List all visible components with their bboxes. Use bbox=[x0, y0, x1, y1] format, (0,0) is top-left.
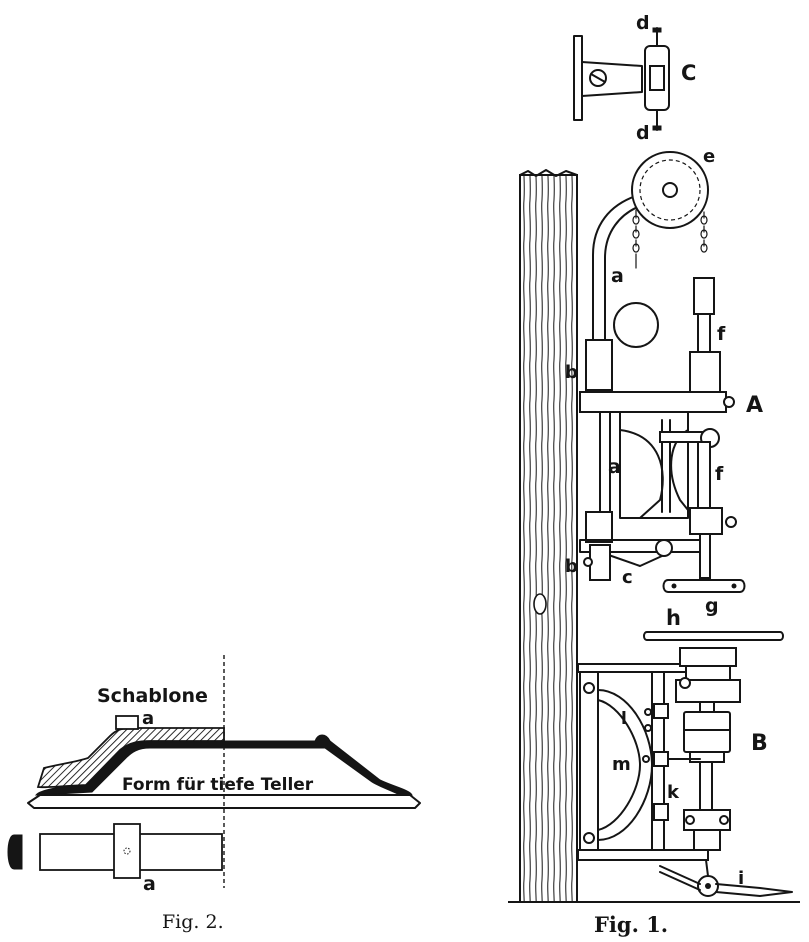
fig1-label-c: c bbox=[622, 567, 633, 588]
fig1-label-l: l bbox=[621, 709, 627, 729]
fig1-chain-right bbox=[700, 211, 708, 253]
fig1-post-top-edge bbox=[519, 169, 578, 177]
fig1-label-a-frame: A bbox=[746, 393, 763, 418]
fig1-lever-arm bbox=[659, 865, 701, 891]
fig1-lever-i bbox=[715, 883, 793, 897]
fig2-label-a-top: a bbox=[142, 708, 154, 729]
fig1-label-c-bracket: C bbox=[681, 61, 696, 85]
fig1-caption: Fig. 1. bbox=[594, 912, 668, 937]
fig1-arm-a-inner bbox=[604, 205, 641, 346]
fig1-label-b-frame: B bbox=[751, 731, 768, 756]
fig1-spindle-top-collar bbox=[693, 277, 715, 315]
fig1-clamp-b-upper bbox=[585, 339, 613, 391]
fig1-label-f-lower: f bbox=[715, 463, 724, 485]
fig1-label-a-lower: a bbox=[608, 456, 621, 478]
fig1-frame-a bbox=[579, 351, 737, 581]
fig1-turntable-h bbox=[643, 631, 784, 641]
fig2-body-label: Form für tiefe Teller bbox=[122, 775, 314, 795]
fig2-title-label: Schablone bbox=[97, 685, 208, 707]
fig1-label-g: g bbox=[705, 595, 719, 617]
fig1-lever-pivot-pin bbox=[705, 883, 711, 889]
fig1-pulley-e-hub bbox=[662, 182, 678, 198]
fig2-plan-end-cap bbox=[7, 834, 23, 870]
fig1-label-k: k bbox=[667, 782, 680, 803]
fig1-mould-holder-g bbox=[662, 579, 746, 593]
fig1-frame-b bbox=[577, 647, 741, 861]
fig2-plan-clamp-hole bbox=[123, 847, 131, 855]
fig1-label-e: e bbox=[703, 146, 715, 167]
fig2-block-a bbox=[115, 715, 139, 730]
fig1-label-h: h bbox=[666, 606, 681, 630]
fig1-label-i: i bbox=[738, 868, 744, 889]
fig1-label-d-top: d bbox=[636, 12, 650, 34]
fig1-arm-a bbox=[592, 195, 637, 346]
fig1-label-a-upper: a bbox=[611, 265, 624, 287]
fig1-lever-rod bbox=[705, 859, 709, 877]
fig1-pulley-e-rim bbox=[639, 159, 701, 221]
fig1-label-b-upper: b bbox=[565, 362, 578, 383]
fig1-label-b-lower: b bbox=[565, 556, 578, 577]
fig1-chain-left bbox=[632, 209, 640, 269]
fig2-group: Schablone a Form für tiefe Teller a Fig.… bbox=[7, 655, 421, 933]
fig2-template-hatched bbox=[36, 727, 225, 789]
fig1-spindle-lower bbox=[699, 533, 711, 579]
fig1-holder-g-dot-left bbox=[671, 583, 677, 589]
fig1-group: d d C e a f b bbox=[508, 12, 800, 937]
fig2-label-a-bottom: a bbox=[143, 873, 156, 895]
fig1-spindle-f-upper bbox=[697, 313, 711, 355]
fig1-holder-g-dot-right bbox=[731, 583, 737, 589]
fig1-label-f-upper: f bbox=[717, 323, 726, 345]
fig1-counterweight-ball bbox=[613, 302, 659, 348]
fig1-label-m: m bbox=[612, 754, 631, 775]
fig2-plan-clamp bbox=[113, 823, 141, 879]
fig1-post-knot bbox=[533, 593, 547, 615]
fig2-caption: Fig. 2. bbox=[162, 911, 224, 933]
fig1-bracket-c bbox=[573, 27, 670, 131]
fig1-label-d-bottom: d bbox=[636, 122, 650, 144]
fig1-wooden-post bbox=[519, 174, 578, 903]
